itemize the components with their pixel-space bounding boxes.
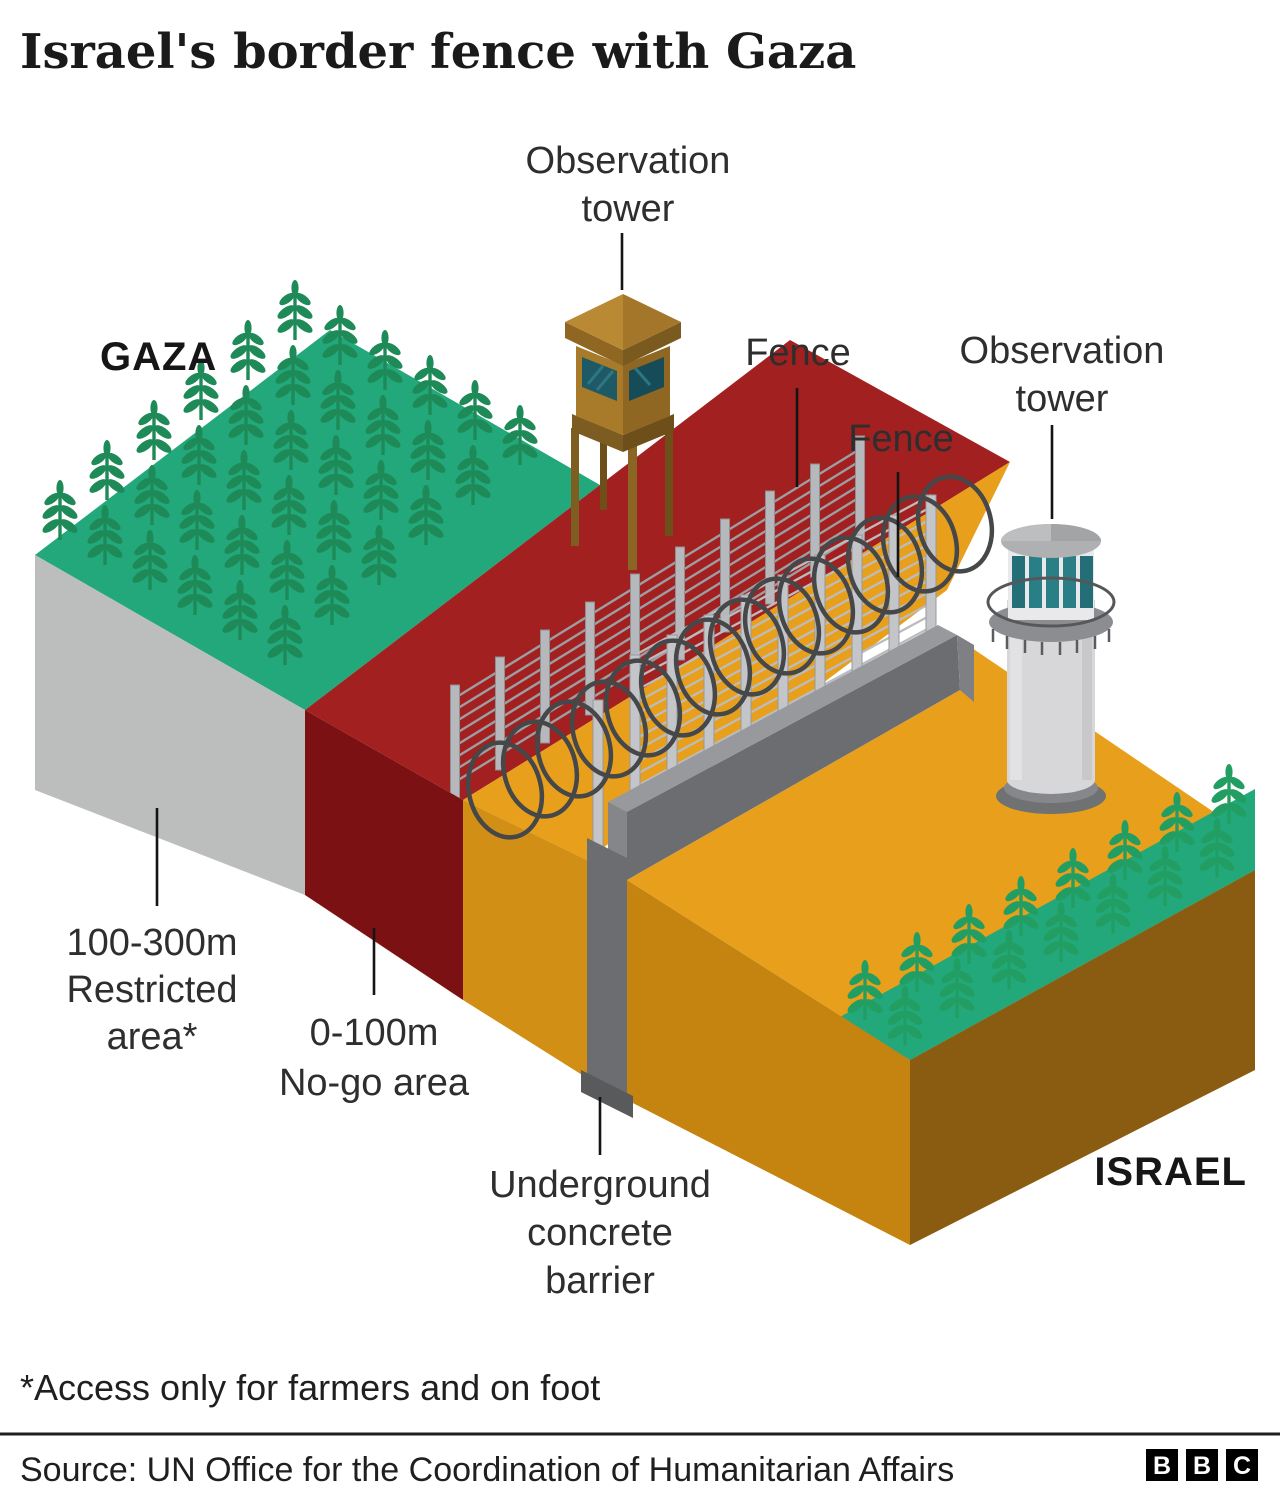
razor-wire-coil xyxy=(915,474,995,574)
israel-field-top xyxy=(627,648,1255,1060)
crop-plant xyxy=(228,320,268,380)
razor-wire-coil xyxy=(569,679,649,779)
crop-plant xyxy=(275,280,315,340)
concrete-observation-tower xyxy=(986,524,1116,814)
tower-floor xyxy=(623,414,674,452)
underground-label-line1: Underground xyxy=(489,1164,711,1206)
fence-lower-label: Fence xyxy=(848,418,954,460)
source-line: Source: UN Office for the Coordination o… xyxy=(20,1451,954,1489)
bbc-logo-block xyxy=(1226,1449,1258,1481)
shaft-highlight xyxy=(1010,600,1022,780)
bbc-letter: B xyxy=(1153,1452,1171,1480)
razor-wire xyxy=(465,474,995,840)
restricted-label-line2: Restricted xyxy=(66,969,237,1011)
window-glare xyxy=(586,365,652,391)
cabin-window xyxy=(1029,556,1042,608)
israel-side-face xyxy=(910,870,1255,1245)
bbc-logo: B B C xyxy=(1146,1449,1258,1481)
tower-left-label-line1: Observation xyxy=(526,140,731,182)
fence-post xyxy=(450,684,460,799)
underground-label-line2: concrete xyxy=(527,1212,673,1254)
razor-wire-coil xyxy=(500,719,580,819)
restricted-label-line1: 100-300m xyxy=(66,922,237,964)
razor-wire-coil xyxy=(742,576,822,676)
roof-eave xyxy=(623,322,681,366)
razor-wire-coil xyxy=(638,638,718,738)
cap-quarter xyxy=(1051,524,1101,541)
tower-shaft xyxy=(1007,600,1095,794)
no-go-label-line1: 0-100m xyxy=(310,1012,439,1054)
cabin-window xyxy=(1063,556,1076,608)
tower-floor xyxy=(572,414,623,452)
razor-wire-coil xyxy=(880,494,960,594)
razor-wire-coil xyxy=(811,535,891,635)
underground-label-line3: barrier xyxy=(545,1260,655,1302)
wall-face xyxy=(627,635,960,880)
fence-post xyxy=(925,494,937,646)
roof-eave xyxy=(565,322,623,366)
tower-leg xyxy=(571,428,579,546)
wooden-observation-tower xyxy=(565,294,681,570)
shaft-shadow xyxy=(1082,600,1092,780)
razor-wire-coil xyxy=(707,597,787,697)
page-title: Israel's border fence with Gaza xyxy=(20,24,856,80)
bbc-logo-block xyxy=(1146,1449,1178,1481)
fence-post xyxy=(675,546,685,661)
bbc-logo-block xyxy=(1186,1449,1218,1481)
barrier-foot xyxy=(581,1070,633,1118)
restricted-label-line3: area* xyxy=(107,1016,198,1058)
tower-leg xyxy=(665,424,673,536)
roof-top xyxy=(623,294,681,350)
tower-window xyxy=(582,357,617,401)
tower-leg xyxy=(600,430,607,510)
razor-wire-coil xyxy=(603,658,683,758)
tower-leg xyxy=(628,446,637,570)
walkway-railing-posts xyxy=(991,629,1111,655)
israel-label: ISRAEL xyxy=(1094,1150,1247,1194)
fence-post xyxy=(720,518,730,633)
fence-post xyxy=(495,656,505,771)
footnote: *Access only for farmers and on foot xyxy=(20,1367,600,1408)
gaza-label: GAZA xyxy=(100,335,217,379)
tower-right-label-line1: Observation xyxy=(960,330,1165,372)
gaza-field-top xyxy=(35,330,600,710)
barrier-slab xyxy=(587,838,627,1098)
no-go-area-face xyxy=(305,710,463,1000)
restricted-area-face xyxy=(35,555,305,895)
underground-concrete-barrier xyxy=(581,838,633,1118)
tower-left-label-line2: tower xyxy=(582,188,675,230)
bbc-letter: C xyxy=(1233,1452,1251,1480)
israel-front-face xyxy=(627,880,910,1245)
crop-plant xyxy=(40,480,80,540)
buffer-zone-face xyxy=(463,800,587,1078)
razor-wire-coil xyxy=(673,617,753,717)
crop-plant xyxy=(87,440,127,500)
razor-wire-coil xyxy=(845,515,925,615)
wall-end xyxy=(957,635,974,702)
fence-post xyxy=(629,654,641,806)
fence-post xyxy=(585,601,595,716)
no-go-zone-top xyxy=(305,340,1010,800)
walkway-railing xyxy=(986,576,1116,628)
wall-top xyxy=(608,625,957,812)
razor-wire-coil xyxy=(465,740,545,840)
fence-post xyxy=(765,490,775,605)
crop-plant xyxy=(134,400,174,460)
crop-plant xyxy=(1209,764,1249,824)
bbc-letter: B xyxy=(1193,1452,1211,1480)
tower-right-label-line2: tower xyxy=(1016,378,1109,420)
fence-post xyxy=(540,629,550,744)
roof-top xyxy=(565,294,623,350)
razor-wire-coil xyxy=(776,556,856,656)
razor-wire-coil xyxy=(534,699,614,799)
no-go-label-line2: No-go area xyxy=(279,1062,470,1104)
cabin-window xyxy=(1046,556,1059,608)
cap-quarter xyxy=(1001,524,1051,541)
fence-upper-label: Fence xyxy=(745,332,851,374)
